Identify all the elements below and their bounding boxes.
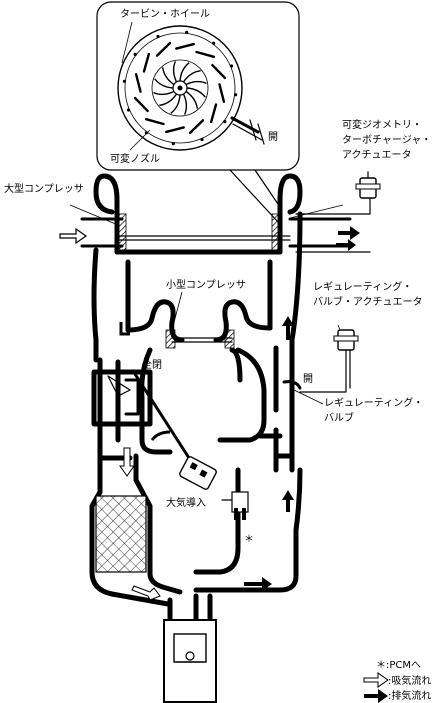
- label-reg-valve-2: バルブ: [324, 411, 354, 424]
- left-outer-duct: [91, 247, 99, 363]
- nozzle-vane: [175, 42, 195, 50]
- turbine-blade: [170, 94, 181, 114]
- nozzle-pivot: [229, 64, 234, 68]
- nozzle-vane: [134, 73, 142, 93]
- turbine-wheel-drawing: [117, 25, 265, 151]
- label-open-top: 開: [268, 131, 278, 143]
- legend-asterisk-symbol: ＊: [376, 660, 386, 671]
- regulating-valve-actuator: [299, 329, 359, 393]
- legend-intake-arrow: [363, 672, 389, 688]
- small-compressor: [125, 299, 273, 455]
- label-fully-closed: 全閉: [142, 358, 162, 371]
- right-inner-duct: [193, 345, 303, 593]
- leader-variable-nozzle: [129, 129, 151, 151]
- leader-turbine-wheel: [121, 21, 133, 64]
- nozzle-vane: [211, 63, 227, 80]
- nozzle-pivot: [144, 131, 148, 135]
- nozzle-pivot: [133, 52, 137, 56]
- label-atmosphere-intake: 大気導入: [166, 496, 206, 509]
- nozzle-vane: [218, 83, 226, 103]
- label-large-compressor: 大型コンプレッサ: [4, 182, 84, 195]
- right-outer-duct: [289, 211, 303, 473]
- left-lower-duct: [97, 453, 139, 495]
- label-small-compressor: 小型コンプレッサ: [166, 278, 246, 291]
- catalytic-converter: [89, 477, 183, 607]
- nozzle-vane: [195, 50, 216, 59]
- legend: ＊ :PCMへ :吸気流れ :排気流れ: [363, 660, 431, 703]
- nozzle-pivot: [200, 137, 204, 142]
- nozzle-vane: [209, 103, 218, 124]
- turbine-blade: [154, 78, 174, 89]
- label-open-mid: 開: [303, 373, 313, 385]
- label-reg-valve-1: レギュレーティング・: [324, 396, 423, 409]
- legend-exhaust-arrow: [364, 689, 388, 703]
- leader-large-compressor: [69, 204, 119, 226]
- bypass-region: [91, 357, 200, 474]
- turbine-blade: [159, 93, 178, 107]
- nozzle-pivot: [223, 120, 227, 124]
- label-reg-actuator-1: レギュレーティング・: [313, 280, 412, 293]
- nozzle-pivot: [156, 34, 160, 39]
- label-vgt-actuator-1: 可変ジオメトリ・: [342, 118, 422, 131]
- vgt-actuator: [355, 171, 381, 199]
- legend-pcm-text: :PCMへ: [386, 660, 421, 671]
- leader-reg-actuator: [337, 324, 341, 331]
- atmosphere-intake-valve: [179, 456, 249, 520]
- exhaust-flow-arrows: [244, 226, 360, 591]
- leader-vgt-actuator: [289, 204, 344, 219]
- turbine-blade: [185, 90, 199, 109]
- turbine-blade: [185, 80, 207, 86]
- nozzle-pivot: [212, 41, 216, 45]
- label-vgt-actuator-3: アクチュエータ: [342, 149, 412, 161]
- nozzle-pivot: [126, 108, 131, 112]
- nozzle-vane: [142, 52, 151, 73]
- engine-cylinder: [163, 593, 217, 703]
- turbine-blade: [186, 87, 206, 98]
- turbine-blade: [182, 93, 188, 115]
- variable-nozzle-vanes: [122, 30, 238, 146]
- nozzle-pivot: [185, 30, 189, 35]
- nozzle-vane: [188, 119, 205, 135]
- leader-regulating-valve: [293, 389, 324, 405]
- nozzle-pivot: [122, 79, 127, 83]
- legend-intake-text: :吸気流れ: [388, 674, 431, 687]
- turbine-blade: [161, 67, 175, 86]
- leader-small-compressor: [171, 291, 183, 331]
- label-asterisk: ＊: [244, 534, 254, 545]
- turbine-blade: [182, 69, 201, 83]
- nozzle-pivot: [171, 141, 175, 146]
- nozzle-vane: [133, 96, 149, 113]
- turbine-blades: [153, 61, 207, 115]
- legend-exhaust-text: :排気流れ: [388, 689, 431, 702]
- nozzle-vane: [165, 126, 185, 134]
- label-reg-actuator-2: バルブ・アクチュエータ: [313, 295, 423, 308]
- label-variable-nozzle: 可変ノズル: [110, 152, 160, 165]
- turbine-blade: [179, 62, 190, 82]
- turbine-blade: [172, 61, 178, 83]
- nozzle-vane: [155, 41, 172, 57]
- turbine-blade: [153, 90, 175, 96]
- nozzle-vane: [144, 117, 165, 126]
- intake-flow-arrows: [59, 227, 171, 601]
- nozzle-pivot: [233, 93, 238, 97]
- label-vgt-actuator-2: ターボチャージャ・: [342, 134, 431, 146]
- label-turbine-wheel: タービン・ホイール: [120, 8, 210, 20]
